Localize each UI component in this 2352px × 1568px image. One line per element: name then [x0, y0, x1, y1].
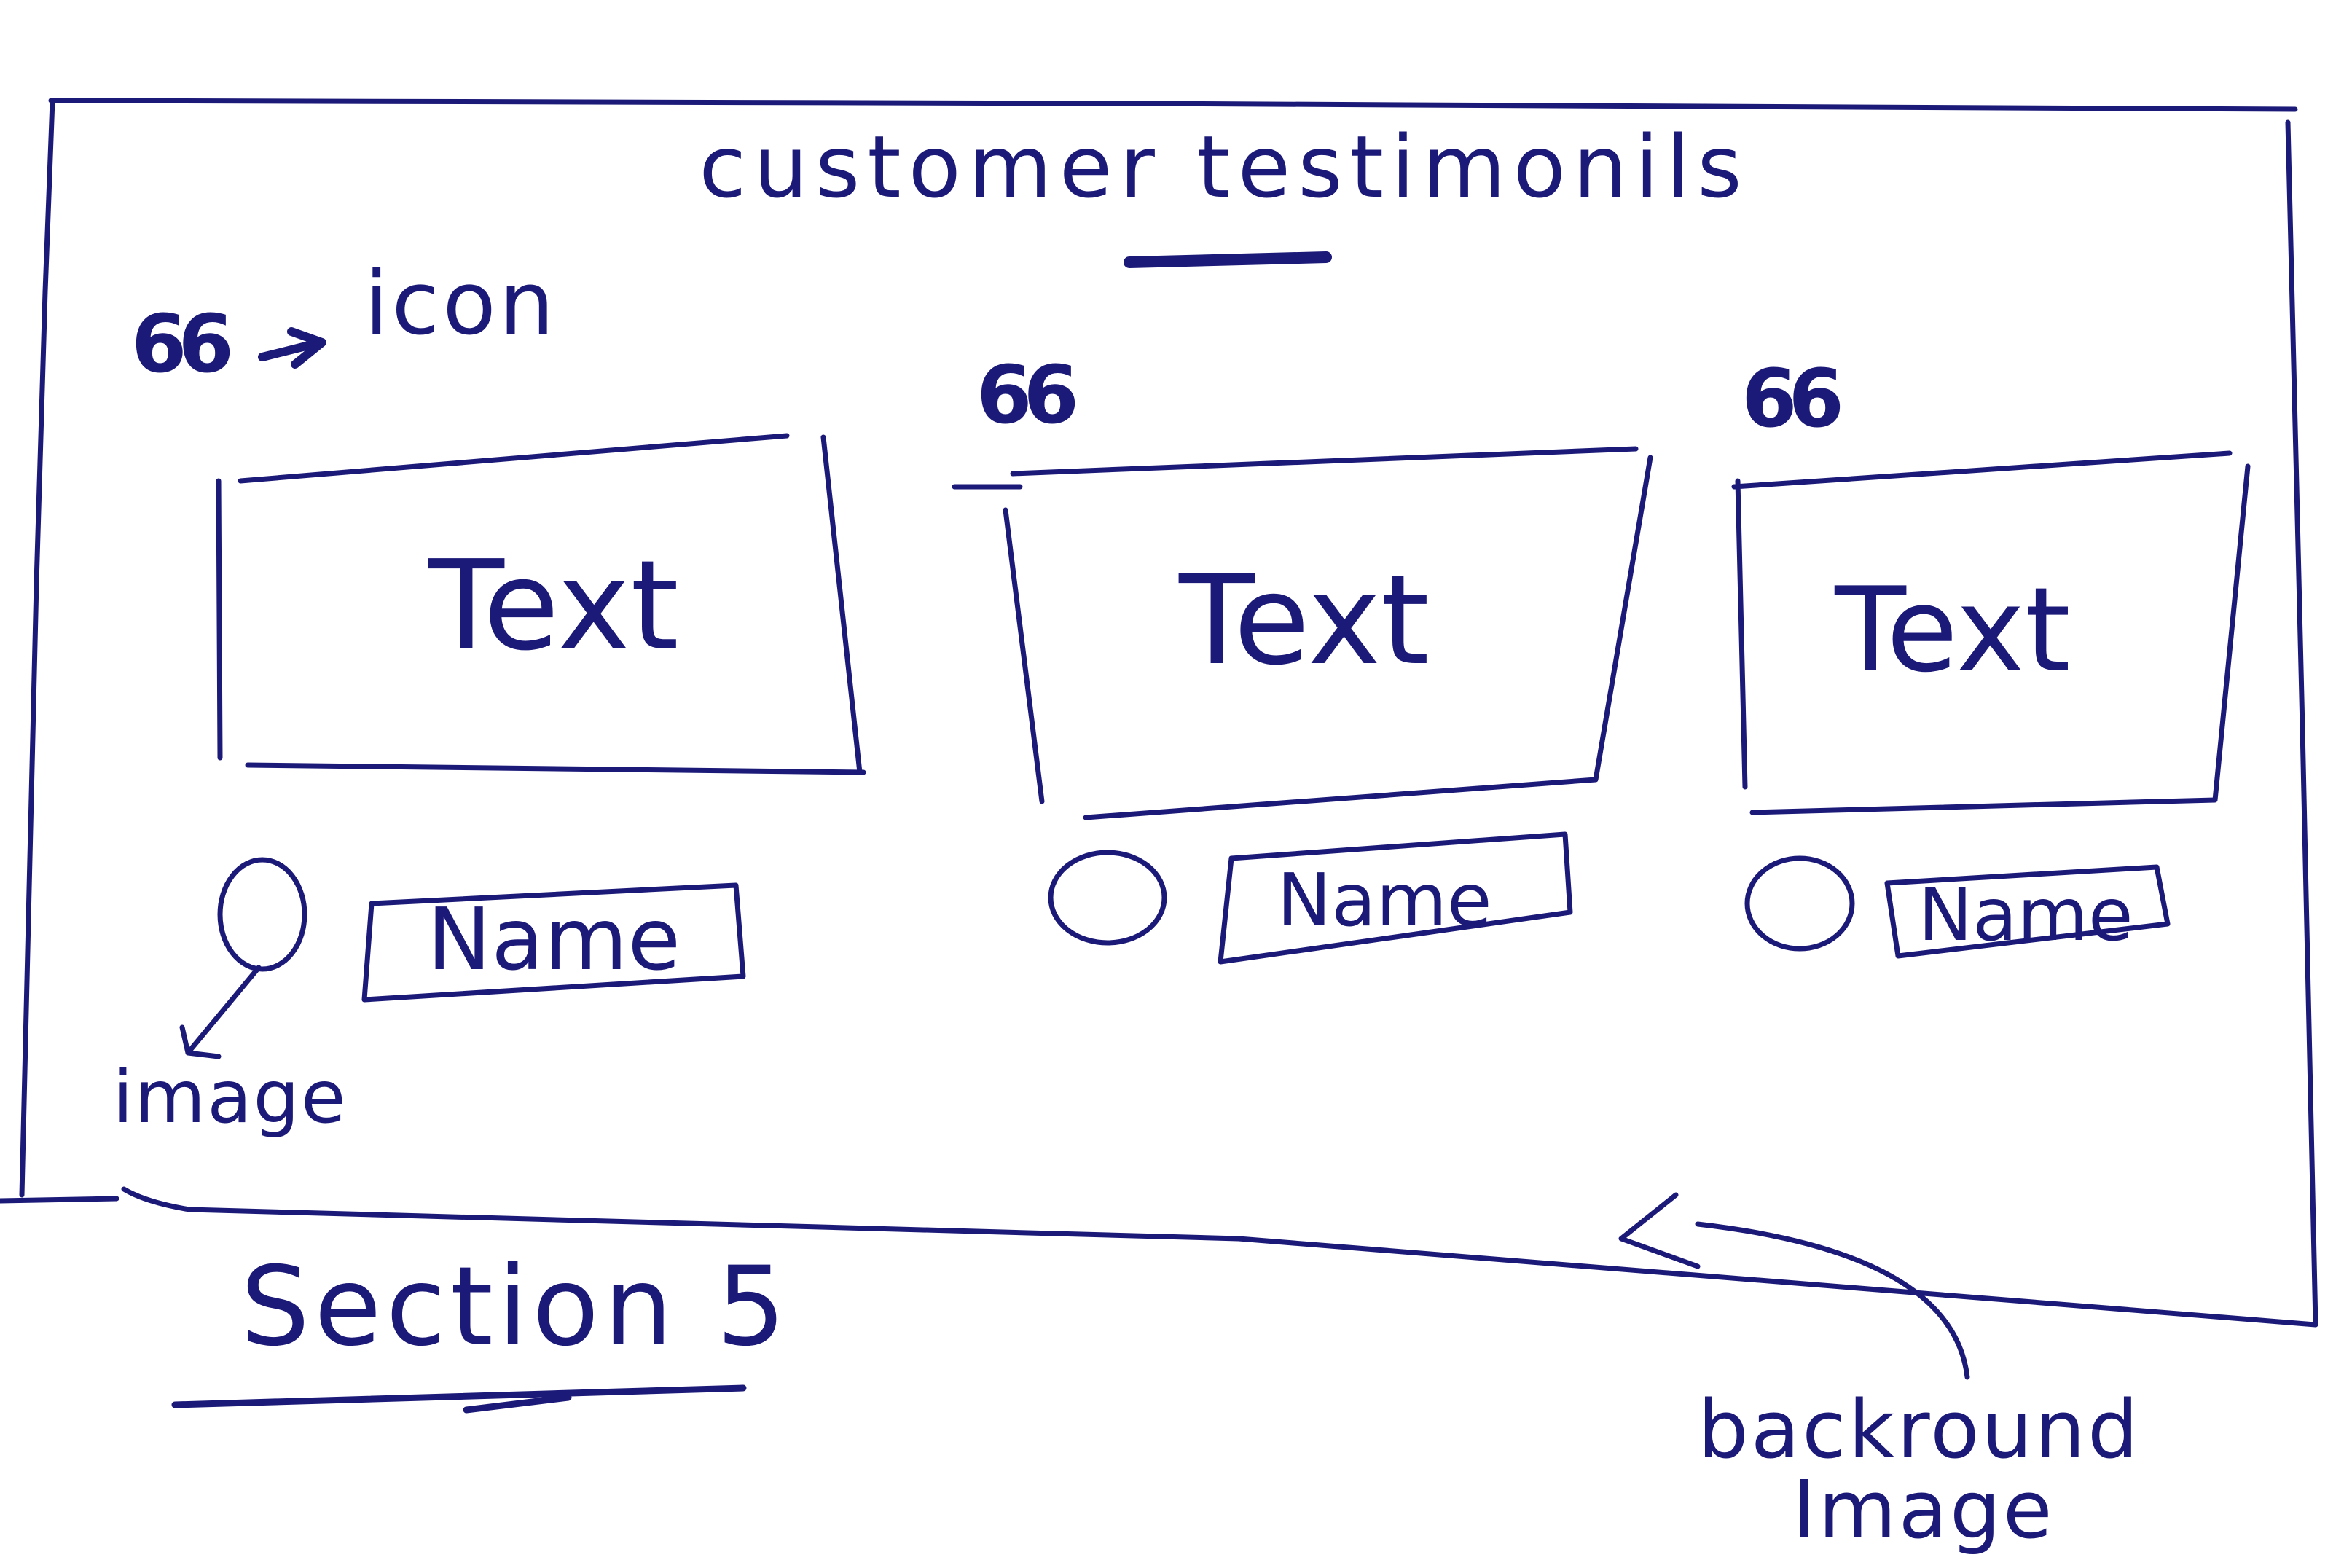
- testimonial-1-name: Name: [427, 889, 681, 989]
- arrow-right-icon: [258, 327, 326, 369]
- testimonial-2-name: Name: [1277, 858, 1491, 943]
- testimonial-2-avatar: [1048, 850, 1167, 946]
- testimonial-1-text: Text: [428, 534, 679, 678]
- icon-note-label: icon: [364, 254, 557, 355]
- heading-text: customer testimonils: [699, 117, 1749, 217]
- testimonial-2-name-box: [1218, 831, 1573, 965]
- quote-icon-glyph: 66: [131, 297, 230, 391]
- quote-icon-note: 66 icon: [131, 254, 557, 391]
- testimonial-1-avatar: [179, 857, 307, 1059]
- testimonial-2-quote-mark: 66: [976, 348, 1075, 442]
- testimonial-2-box: [952, 446, 1653, 820]
- arrow-curved-icon: [1618, 1192, 1970, 1380]
- testimonial-3-quote-mark: 66: [1741, 352, 1841, 445]
- section-caption: Section 5: [171, 1244, 790, 1414]
- section-caption-underline: [171, 1384, 747, 1414]
- testimonial-3-box: [1731, 450, 2251, 815]
- background-annotation-line1: backround: [1698, 1383, 2141, 1476]
- section-caption-text: Section 5: [240, 1244, 790, 1371]
- testimonial-1-box: [216, 433, 866, 775]
- background-annotation-line2: Image: [1792, 1463, 2055, 1556]
- testimonial-card-1: Text Name: [179, 433, 866, 1059]
- testimonial-3-text: Text: [1834, 562, 2071, 698]
- background-annotation: backround Image: [1618, 1192, 2141, 1556]
- testimonial-3-avatar: [1744, 855, 1855, 952]
- testimonial-card-2: 66 Text Name: [952, 348, 1653, 965]
- heading-underline: [1124, 251, 1332, 268]
- testimonial-1-name-box: [361, 882, 746, 1003]
- section-frame: [0, 98, 2318, 1328]
- testimonial-2-text: Text: [1178, 549, 1430, 693]
- testimonial-3-name-box: [1884, 864, 2171, 959]
- section-heading: customer testimonils: [699, 117, 1749, 268]
- testimonial-card-3: 66 Text Name: [1731, 352, 2251, 959]
- testimonial-3-name: Name: [1918, 872, 2133, 957]
- image-annotation: image: [113, 1054, 347, 1140]
